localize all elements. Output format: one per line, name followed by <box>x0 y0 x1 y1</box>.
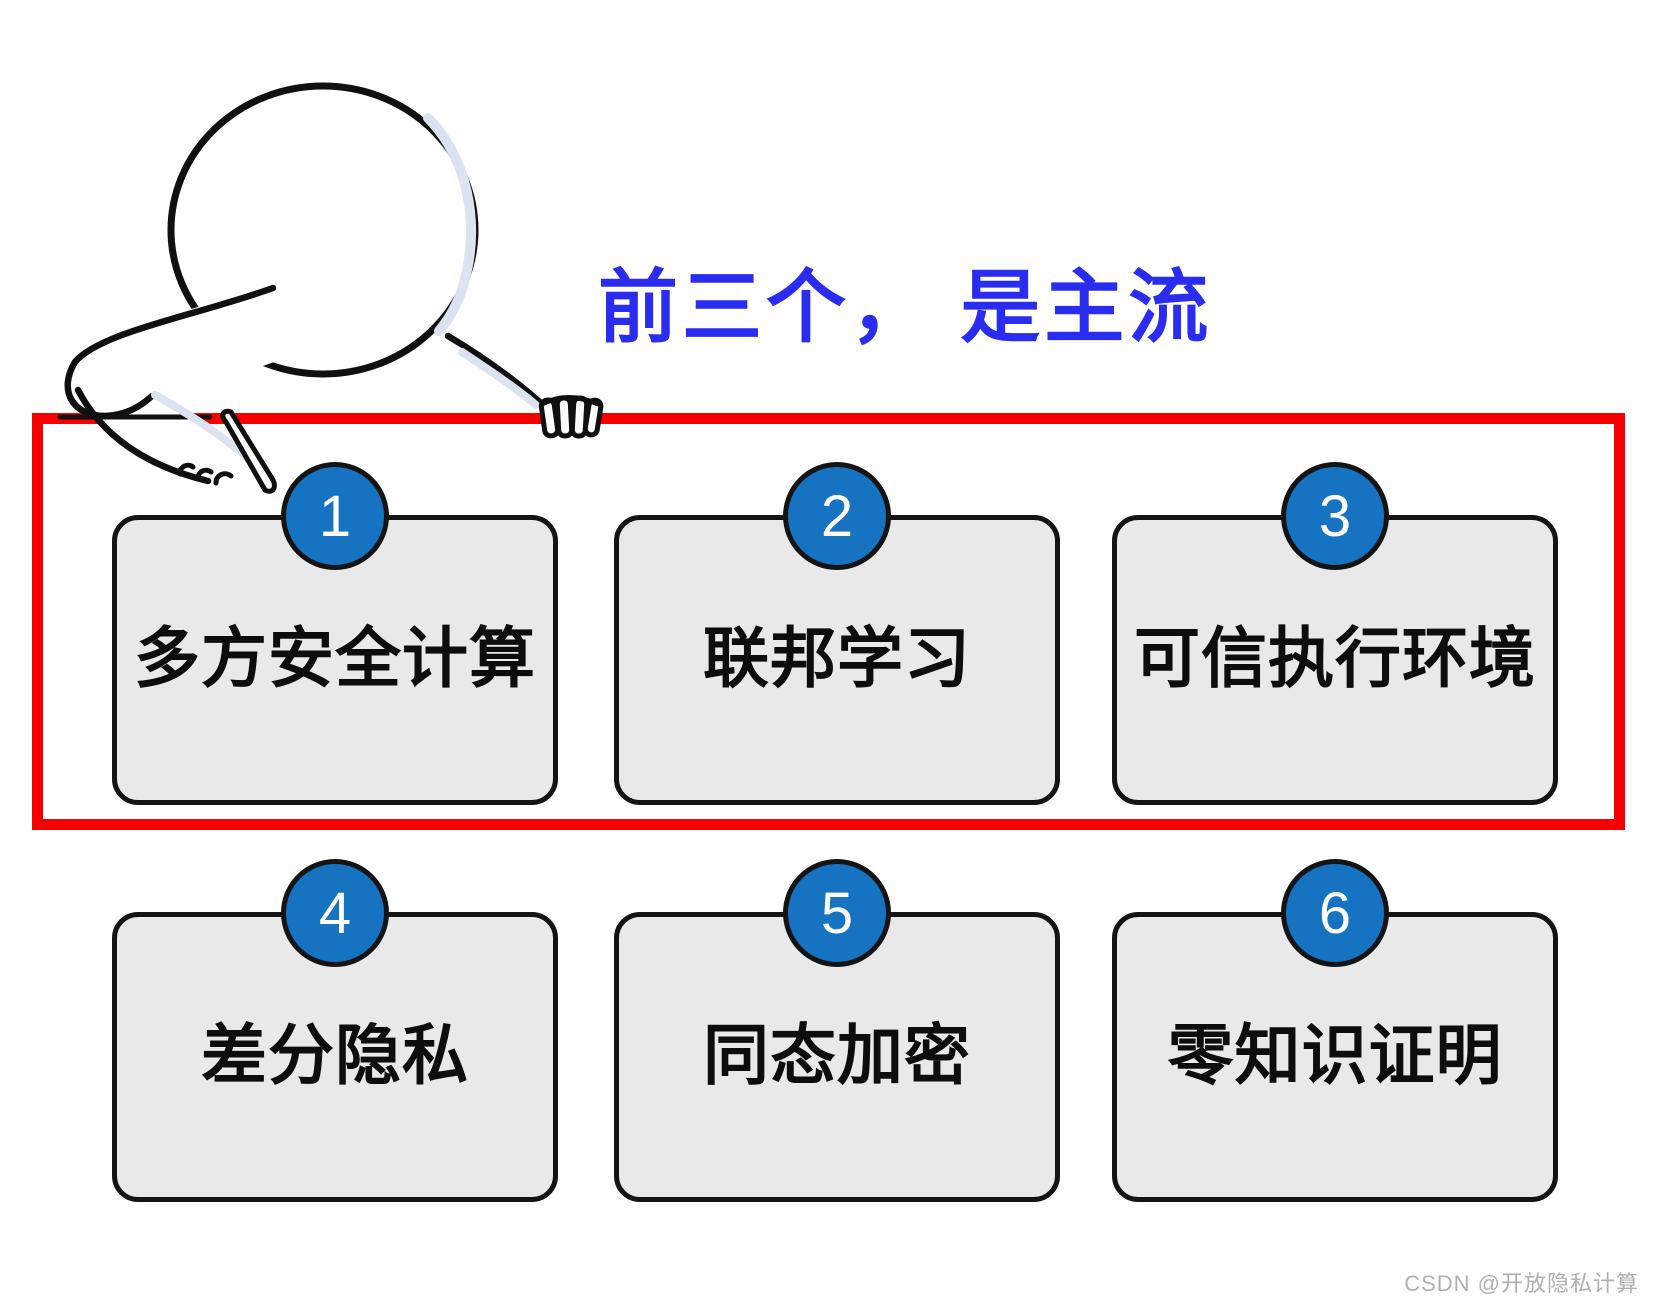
mascot-pointing-arm <box>57 284 280 494</box>
pointing-finger <box>220 408 277 494</box>
number-badge: 5 <box>783 859 891 967</box>
top-three-highlight-box <box>32 413 1625 830</box>
card-differential-privacy: 4 差分隐私 <box>112 859 558 1202</box>
card-federated-learning: 2 联邦学习 <box>614 462 1060 805</box>
card-label: 零知识证明 <box>1167 1018 1503 1092</box>
card-label: 多方安全计算 <box>134 621 536 695</box>
number-badge: 1 <box>281 462 389 570</box>
card-label: 差分隐私 <box>201 1018 469 1092</box>
card-trusted-execution-environment: 3 可信执行环境 <box>1112 462 1558 805</box>
watermark: CSDN @开放隐私计算 <box>1404 1271 1639 1296</box>
number-badge: 3 <box>1281 462 1389 570</box>
number-badge: 4 <box>281 859 389 967</box>
card-secure-multiparty-computation: 1 多方安全计算 <box>112 462 558 805</box>
card-zero-knowledge-proof: 6 零知识证明 <box>1112 859 1558 1202</box>
card-label: 可信执行环境 <box>1134 621 1536 695</box>
number-badge: 6 <box>1281 859 1389 967</box>
card-label: 联邦学习 <box>703 621 971 695</box>
card-homomorphic-encryption: 5 同态加密 <box>614 859 1060 1202</box>
handwritten-annotation: 前三个， 是主流 <box>598 263 1213 352</box>
card-label: 同态加密 <box>703 1018 971 1092</box>
number-badge: 2 <box>783 462 891 570</box>
mascot-gripping-arm <box>444 332 604 439</box>
mascot-figure <box>57 82 604 494</box>
